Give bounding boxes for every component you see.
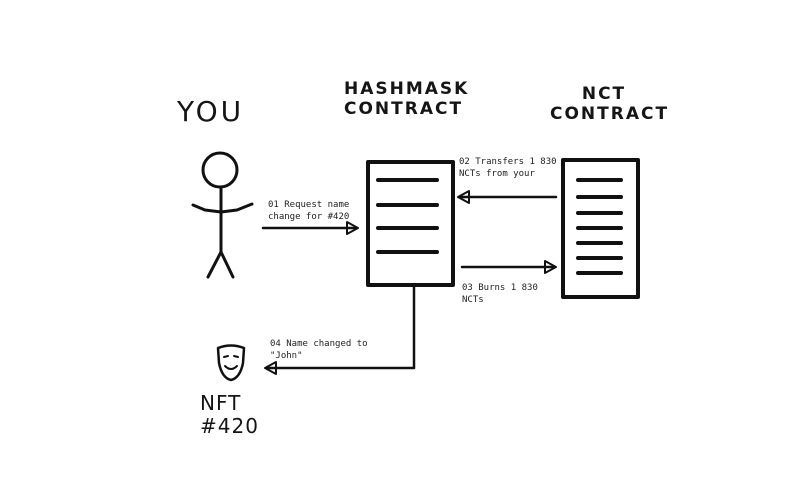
- hashmask-contract-document-icon: [366, 160, 455, 287]
- nft-label: NFT #420: [200, 392, 259, 438]
- mask-icon: [216, 344, 246, 382]
- step-02-line1: 02 Transfers 1 830: [459, 157, 557, 167]
- step-04-note: 04 Name changed to "John": [270, 338, 368, 362]
- stick-figure-icon: [191, 151, 254, 279]
- arrow-name-changed: [264, 284, 416, 375]
- step-01-line2: change for #420: [268, 212, 350, 222]
- arrow-burn: [460, 260, 557, 274]
- nft-label-line2: #420: [200, 414, 259, 438]
- arrow-request: [261, 221, 359, 235]
- arrow-transfer: [457, 190, 558, 204]
- step-03-line2: NCTs: [462, 295, 484, 305]
- hashmask-label-line2: CONTRACT: [344, 98, 464, 119]
- hashmask-label-line1: HASHMASK: [344, 79, 470, 99]
- nct-contract-document-icon: [561, 158, 640, 299]
- step-02-line2: NCTs from your: [459, 169, 535, 179]
- step-04-line2: "John": [270, 351, 303, 361]
- nct-label-line2: CONTRACT: [550, 103, 670, 124]
- nct-label-line1: NCT: [581, 84, 627, 104]
- step-03-line1: 03 Burns 1 830: [462, 283, 538, 293]
- nct-contract-label: NCT CONTRACT: [550, 84, 670, 124]
- nft-label-line1: NFT: [200, 391, 242, 415]
- step-04-line1: 04 Name changed to: [270, 339, 368, 349]
- step-01-line1: 01 Request name: [268, 200, 350, 210]
- hashmask-contract-label: HASHMASK CONTRACT: [344, 79, 470, 119]
- step-01-note: 01 Request name change for #420: [268, 199, 349, 223]
- you-label: YOU: [177, 95, 245, 128]
